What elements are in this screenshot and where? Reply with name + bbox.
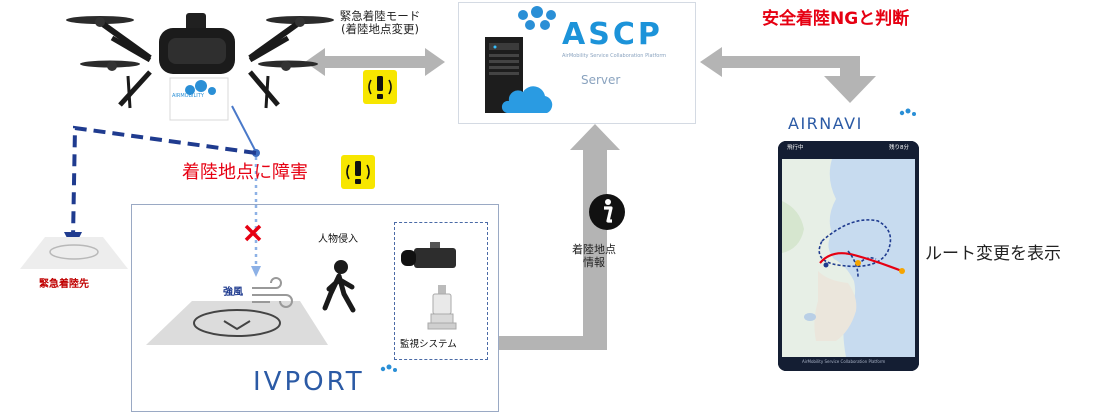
server-label: Server: [581, 73, 621, 87]
landing-pad-icon: [146, 301, 328, 345]
security-camera-icon: [401, 242, 456, 268]
wind-icon: [252, 277, 293, 308]
walking-person-icon: [322, 260, 356, 313]
emergency-mode-line2: (着陸地点変更): [341, 22, 419, 37]
ivport-logo: IVPORT: [253, 367, 365, 397]
route-change-label: ルート変更を表示: [925, 244, 1061, 264]
phone-status-left: 飛行中: [787, 145, 804, 151]
phone-footer: AirMobility Service Collaboration Platfo…: [802, 359, 886, 364]
emergency-mode-line1: 緊急着陸モード: [339, 9, 421, 23]
landing-info-line1: 着陸地点: [572, 243, 616, 256]
warning-icon: [341, 155, 375, 189]
phone-status-right: 残り8分: [889, 145, 909, 151]
ascp-logo-icon: [518, 6, 556, 30]
ivport-logo-icon: [380, 364, 397, 372]
landing-info-label: 着陸地点 情報: [572, 243, 616, 269]
arrow-server-airnavi: [700, 47, 876, 103]
ascp-subtitle: AirMobility Service Collaboration Platfo…: [562, 53, 667, 59]
cross-mark-icon: [244, 224, 262, 242]
warning-icon: [363, 70, 397, 104]
emergency-route: [71, 125, 257, 239]
emergency-mode-label: 緊急着陸モード (着陸地点変更): [332, 9, 428, 37]
landing-info-line2: 情報: [583, 255, 605, 269]
person-intrusion-label: 人物侵入: [318, 234, 358, 245]
emergency-site-label: 緊急着陸先: [39, 279, 89, 290]
airnavi-logo: AIRNAVI: [788, 114, 863, 133]
airnavi-logo-icon: [899, 108, 916, 116]
emergency-landing-pad-icon: [20, 237, 128, 269]
cloud-icon: [501, 86, 553, 113]
phone-map: [778, 141, 919, 371]
monitoring-system-label: 監視システム: [400, 339, 457, 350]
arrow-drone-server: [305, 48, 445, 76]
obstacle-label: 着陸地点に障害: [182, 162, 308, 183]
arrow-ivport-server: [497, 124, 620, 350]
drone-logo: AIRMOBILITY: [172, 93, 204, 99]
drone-icon: [66, 13, 334, 121]
map-phone-icon: [778, 141, 919, 371]
sensor-icon: [427, 285, 457, 330]
drone-descent-line: [231, 105, 257, 153]
strong-wind-label: 強風: [223, 287, 243, 298]
monitoring-system-box: [394, 222, 488, 360]
info-icon: [589, 194, 625, 230]
ascp-logo: ASCP: [562, 17, 663, 52]
safe-landing-ng-label: 安全着陸NGと判断: [762, 9, 910, 29]
